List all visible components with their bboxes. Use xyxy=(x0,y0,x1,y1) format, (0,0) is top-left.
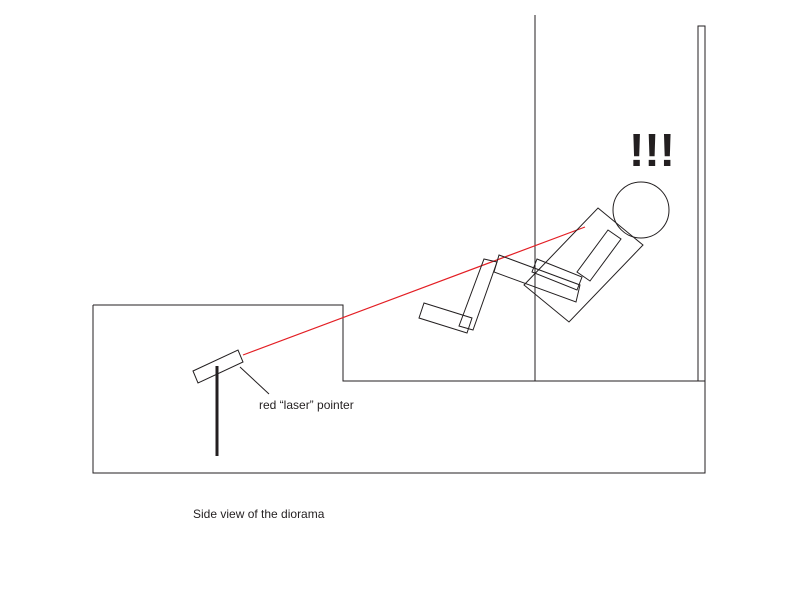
laser-pointer-body xyxy=(192,349,244,384)
figure-foot xyxy=(418,302,473,334)
figure-thigh xyxy=(493,254,581,303)
figure-hip xyxy=(531,258,583,291)
pointer-label-leader xyxy=(239,366,270,395)
figure-head xyxy=(612,181,670,239)
figure-torso xyxy=(523,207,644,323)
figure-arm xyxy=(576,229,622,282)
diagram-caption: Side view of the diorama xyxy=(193,507,325,521)
side-panel xyxy=(697,25,706,382)
pointer-label: red “laser” pointer xyxy=(259,398,354,412)
diorama-base-outline xyxy=(92,304,706,474)
exclamation-marks: !!! xyxy=(629,124,675,176)
figure-shin xyxy=(458,258,498,331)
laser-beam xyxy=(242,226,586,356)
